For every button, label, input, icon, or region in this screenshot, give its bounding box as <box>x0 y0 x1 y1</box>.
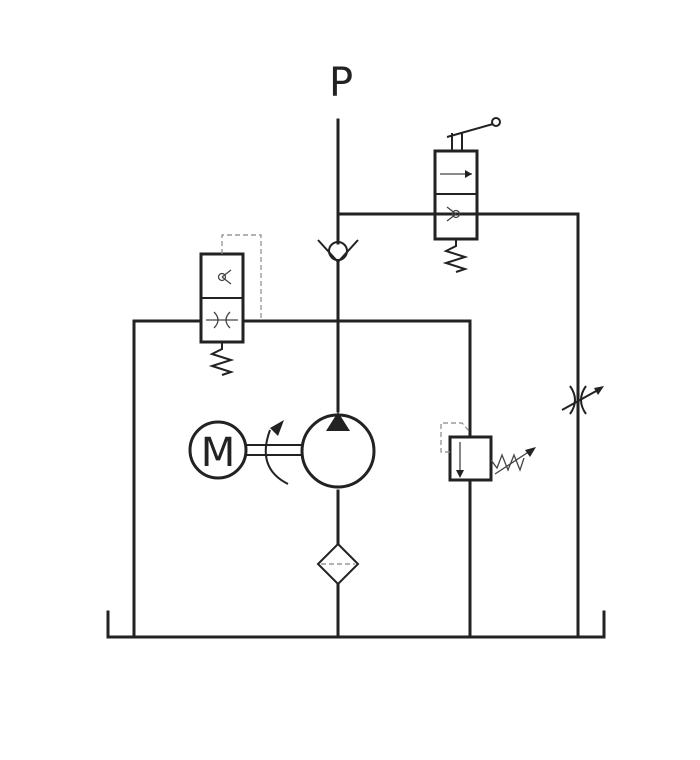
lever-operated-valve <box>433 117 501 273</box>
upper-branch-line <box>336 212 580 639</box>
check-valve <box>317 239 359 263</box>
motor-label: M <box>201 430 236 476</box>
pressure-relief-valve <box>440 422 536 482</box>
tank-reservoir <box>106 610 606 639</box>
electric-motor: M <box>188 420 302 485</box>
pressure-port-label: P <box>329 60 353 106</box>
adjustable-throttle-valve <box>561 385 604 415</box>
return-line-loop <box>132 319 472 639</box>
pilot-operated-valve <box>199 234 262 376</box>
suction-filter <box>316 542 360 586</box>
hydraulic-pump <box>300 412 376 489</box>
